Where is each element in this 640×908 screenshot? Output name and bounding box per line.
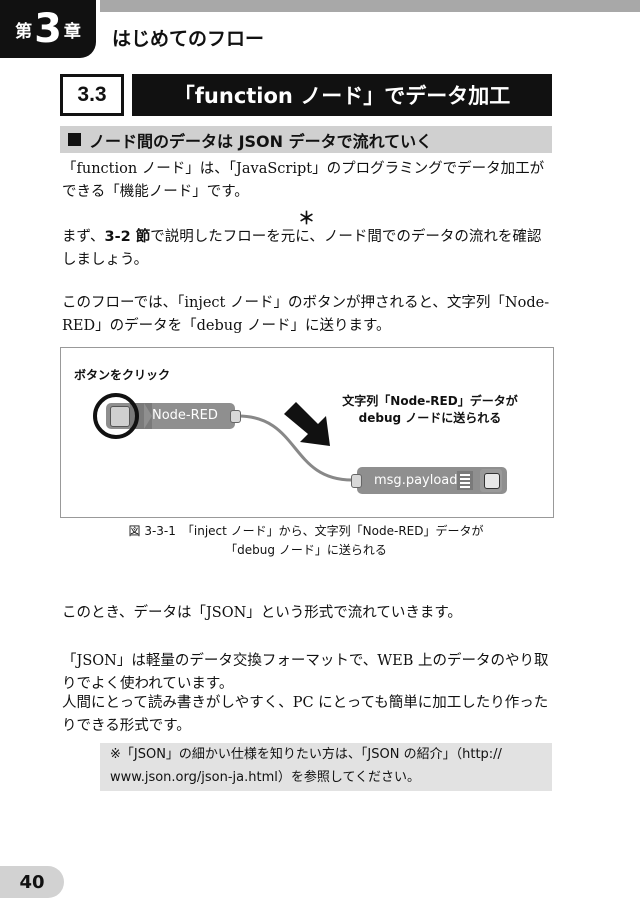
subheading: ノード間のデータは JSON データで流れていく (60, 126, 552, 153)
paragraph-1-text: 「function ノード」は、「JavaScript」のプログラミングでデータ… (62, 161, 545, 200)
node-wire (237, 414, 353, 482)
figure-frame (60, 347, 554, 518)
figure-caption-line1: 図 3-3-1 「inject ノード」から、文字列「Node-RED」データが (128, 524, 484, 538)
section-reference: 3-2 節 (104, 229, 151, 245)
note-box: ※「JSON」の細かい仕様を知りたい方は、「JSON の紹介」（http:// … (100, 743, 552, 791)
debug-node-label: msg.payload (374, 473, 458, 488)
inject-output-port[interactable] (230, 410, 241, 423)
paragraph-6-text: 人間にとって読み書きがしやすく、PC にとっても簡単に加工したり作ったりできる形… (62, 695, 549, 734)
chapter-tab: 第 3 章 (0, 0, 96, 58)
section-title: 「function ノード」でデータ加工 (132, 74, 552, 116)
paragraph-2-pre: まず、 (62, 229, 105, 245)
debug-menu-icon (457, 471, 473, 490)
header-band (100, 0, 640, 12)
paragraph-2-post: で説明したフローを元に、ノード間でのデータの流れを確認しましょう。 (62, 229, 542, 268)
inject-node-label: Node-RED (152, 408, 218, 423)
section-number: 3.3 (60, 74, 124, 116)
figure-label-output: 文字列「Node-RED」データが debug ノードに送られる (340, 393, 520, 427)
paragraph-3-text: このフローでは、「inject ノード」のボタンが押されると、文字列「Node-… (62, 295, 550, 334)
chapter-number: 3 (34, 6, 62, 52)
paragraph-6: 人間にとって読み書きがしやすく、PC にとっても簡単に加工したり作ったりできる形… (62, 692, 552, 738)
paragraph-1: 「function ノード」は、「JavaScript」のプログラミングでデータ… (62, 158, 552, 204)
note-line2: www.json.org/json-ja.html）を参照してください。 (110, 770, 421, 785)
chapter-suffix: 章 (63, 21, 81, 42)
subheading-text: ノード間のデータは JSON データで流れていく (89, 131, 433, 151)
paragraph-2: まず、3-2 節で説明したフローを元に、ノード間でのデータの流れを確認しましょう… (62, 226, 552, 272)
paragraph-4: このとき、データは「JSON」という形式で流れていきます。 (62, 602, 552, 625)
debug-input-port[interactable] (351, 474, 362, 488)
page-number: 40 (0, 866, 64, 898)
asterisk-separator: ＊ (298, 209, 315, 229)
arrow-icon (284, 402, 330, 446)
figure-caption-line2: 「debug ノード」に送られる (225, 543, 387, 557)
note-line1: ※「JSON」の細かい仕様を知りたい方は、「JSON の紹介」（http:// (110, 747, 502, 762)
paragraph-5: 「JSON」は軽量のデータ交換フォーマットで、WEB 上のデータのやり取りでよく… (62, 650, 552, 696)
figure-label-output-line2: debug ノードに送られる (358, 411, 502, 425)
figure-label-output-line1: 文字列「Node-RED」データが (342, 394, 518, 408)
chapter-prefix: 第 (15, 21, 33, 42)
paragraph-3: このフローでは、「inject ノード」のボタンが押されると、文字列「Node-… (62, 292, 552, 338)
paragraph-5-text: 「JSON」は軽量のデータ交換フォーマットで、WEB 上のデータのやり取りでよく… (62, 653, 549, 692)
figure-label-click: ボタンをクリック (74, 368, 171, 382)
figure-caption: 図 3-3-1 「inject ノード」から、文字列「Node-RED」データが… (60, 522, 552, 560)
highlight-circle (93, 393, 139, 439)
paragraph-4-text: このとき、データは「JSON」という形式で流れていきます。 (62, 605, 462, 621)
debug-toggle-button[interactable] (484, 473, 500, 489)
chapter-title: はじめてのフロー (112, 28, 265, 50)
square-bullet-icon (68, 133, 81, 146)
